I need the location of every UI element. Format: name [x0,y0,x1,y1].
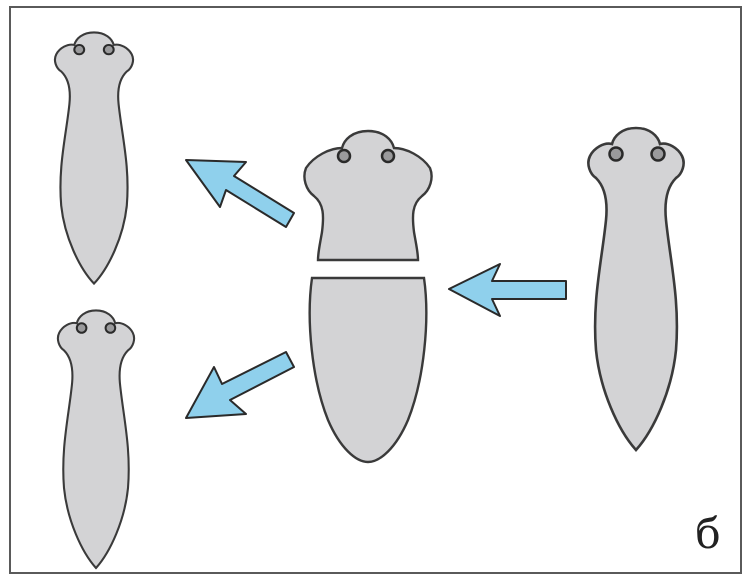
head-fragment [304,131,431,260]
eyespot-left [74,45,84,54]
regenerated-planarian-bottom [58,310,134,568]
panel-label: б [686,506,730,562]
arrow-left-icon [449,264,566,316]
tail-fragment [310,278,427,462]
eyespot-right [652,148,665,161]
eyespot-left [610,148,623,161]
eyespot-right [104,45,114,54]
arrow-up-left-icon [186,160,294,227]
eyespot-left [77,323,87,333]
arrow-down-left-icon [186,352,294,418]
whole-planarian [588,128,683,450]
regenerated-planarian-top [55,32,133,283]
eyespot-right [106,323,116,333]
eyespot-left [338,150,350,162]
eyespot-right [382,150,394,162]
